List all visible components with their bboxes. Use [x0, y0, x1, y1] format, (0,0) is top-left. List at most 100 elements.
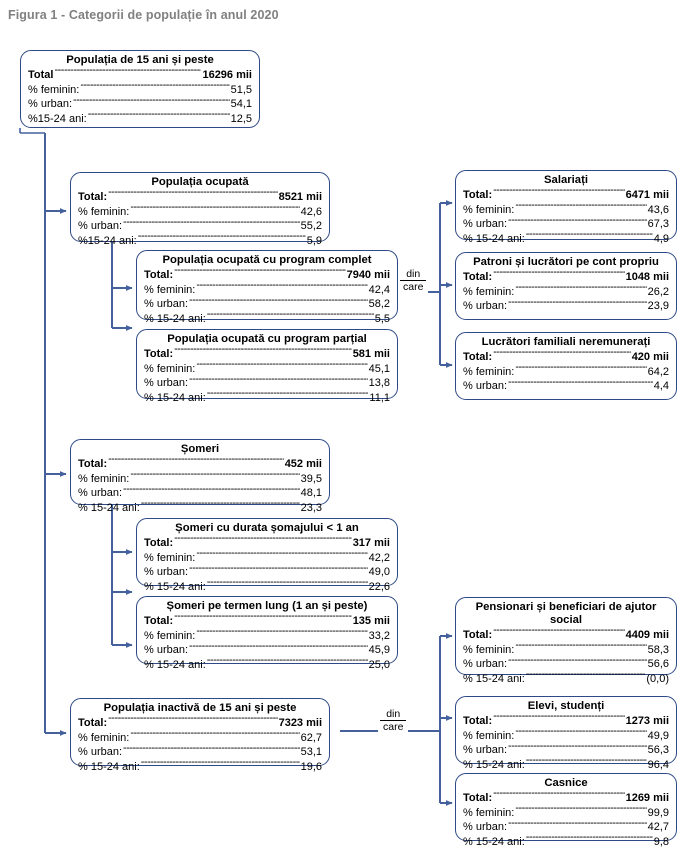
node-row: % feminin:42,6 [78, 204, 322, 219]
node-row: % urban: 13,8 [144, 375, 390, 390]
row-leader-dots [174, 267, 345, 278]
row-leader-dots [108, 456, 284, 467]
row-value: 23,3 [300, 501, 322, 514]
din-text: din [400, 268, 427, 281]
node-someri-durata-sub-1-an[interactable]: Șomeri cu durata șomajului < 1 an Total:… [136, 518, 398, 593]
row-value: 6471 mii [625, 189, 669, 201]
row-leader-dots [174, 613, 352, 624]
row-value: 99,9 [647, 806, 669, 819]
node-rows: Total:1269 mii% feminin:99,9% urban:42,7… [463, 790, 669, 848]
node-rows: Total:420 mii% feminin:64,2% urban:4,4 [463, 349, 669, 393]
node-rows: Total:4409 mii% feminin:58,3% urban:56,6… [463, 627, 669, 685]
row-label: % feminin: [144, 362, 196, 375]
row-value: 5,9 [306, 234, 322, 247]
node-populatia-15-ani[interactable]: Populația de 15 ani și peste Total16296 … [20, 50, 260, 128]
node-row: Total:1273 mii [463, 713, 669, 728]
node-row: % feminin:42,2 [144, 550, 390, 565]
row-value: 39,5 [300, 472, 322, 485]
node-program-complet[interactable]: Populația ocupată cu program complet Tot… [136, 250, 398, 325]
node-rows: Total:135 mii% feminin:33,2% urban:45,9%… [144, 613, 390, 671]
row-label: % feminin: [78, 731, 130, 744]
node-row: % 15-24 ani:23,3 [78, 500, 322, 515]
row-label: Total: [463, 792, 493, 804]
node-title: Populația de 15 ani și peste [66, 54, 214, 66]
row-leader-dots [526, 834, 653, 845]
row-label: Total: [78, 717, 108, 729]
row-label: % urban: [144, 644, 189, 657]
node-row: Total: 6471 mii [463, 187, 669, 202]
node-rows: Total:7940 mii% feminin:42,4% urban:58,2… [144, 267, 390, 325]
row-leader-dots [196, 628, 367, 639]
node-casnice[interactable]: Casnice Total:1269 mii% feminin:99,9% ur… [455, 773, 677, 848]
row-value: 22,6 [368, 580, 390, 593]
node-title: Patroni și lucrători pe cont propriu [473, 256, 659, 268]
row-value: 42,6 [300, 205, 322, 218]
row-label: % urban: [463, 218, 508, 231]
din-text: din [380, 708, 407, 721]
row-leader-dots [54, 67, 201, 78]
node-rows: Total:452 mii% feminin:39,5% urban:48,1%… [78, 456, 322, 514]
row-value: 7323 mii [278, 717, 322, 729]
din-care-label-ocupata: din care [398, 268, 429, 293]
node-row: Total:135 mii [144, 613, 390, 628]
node-row: % 15-24 ani:25,0 [144, 657, 390, 672]
row-leader-dots [88, 111, 230, 122]
row-leader-dots [207, 311, 374, 322]
row-leader-dots [141, 500, 300, 511]
node-salariati[interactable]: Salariați Total:6471 mii% feminin:43,6% … [455, 170, 677, 245]
row-label: % 15-24 ani: [463, 232, 525, 245]
care-text: care [383, 721, 404, 733]
node-populatia-ocupata[interactable]: Populația ocupată Total:8521 mii% femini… [70, 172, 330, 247]
row-label: % urban: [144, 377, 189, 390]
node-someri-termen-lung[interactable]: Șomeri pe termen lung (1 an și peste) To… [136, 596, 398, 671]
row-label: % feminin: [463, 203, 515, 216]
row-value: 13,8 [368, 377, 390, 390]
row-leader-dots [508, 819, 647, 830]
node-title: Pensionari și beneficiari de ajutor soci… [475, 601, 657, 626]
row-leader-dots [526, 231, 653, 242]
node-row: % 15-24 ani:4,9 [463, 231, 669, 246]
node-rows: Total:8521 mii% feminin:42,6% urban:55,2… [78, 189, 322, 247]
node-row: % feminin:49,9 [463, 728, 669, 743]
row-label: % urban: [78, 220, 123, 233]
row-label: Total: [463, 351, 493, 363]
row-label: % feminin: [28, 83, 80, 96]
node-lucratori-familiali[interactable]: Lucrători familiali neremunerați Total:4… [455, 332, 677, 400]
row-value: 45,1 [368, 362, 390, 375]
node-patroni-lucratori-cont-propriu[interactable]: Patroni și lucrători pe cont propriu Tot… [455, 252, 677, 320]
row-value: 53,1 [300, 746, 322, 759]
node-row: % 15-24 ani:(0,0) [463, 671, 669, 686]
node-row: % 15-24 ani:96,4 [463, 757, 669, 772]
row-leader-dots [189, 564, 368, 575]
node-someri[interactable]: Șomeri Total:452 mii% feminin:39,5% urba… [70, 439, 330, 514]
row-label: Total: [144, 615, 174, 627]
row-label: % 15-24 ani: [144, 658, 206, 671]
node-row: % 15-24 ani:22,6 [144, 579, 390, 594]
node-pensionari-beneficiari[interactable]: Pensionari și beneficiari de ajutor soci… [455, 597, 677, 685]
row-label: % urban: [78, 746, 123, 759]
node-elevi-studenti[interactable]: Elevi, studenți Total:1273 mii% feminin:… [455, 696, 677, 771]
row-label: Total: [144, 269, 174, 281]
row-label: Total: [463, 189, 493, 201]
row-value: 12,5 [230, 112, 252, 125]
row-label: % urban: [144, 566, 189, 579]
row-leader-dots [515, 728, 646, 739]
care-text: care [403, 281, 424, 293]
row-value: 1048 mii [625, 271, 669, 283]
node-program-partial[interactable]: Populația ocupată cu program parțial Tot… [136, 329, 398, 404]
row-label: % feminin: [463, 285, 515, 298]
node-rows: Total16296 mii% feminin:51,5% urban:54,1… [28, 67, 252, 125]
node-row: Total:452 mii [78, 456, 322, 471]
row-leader-dots [138, 233, 306, 244]
row-leader-dots [493, 790, 624, 801]
row-leader-dots [493, 627, 624, 638]
node-row: % feminin:99,9 [463, 805, 669, 820]
node-populatia-inactiva[interactable]: Populația inactivă de 15 ani și peste To… [70, 698, 330, 773]
row-leader-dots [508, 298, 647, 309]
node-row: % 15-24 ani:11,1 [144, 390, 390, 405]
row-label: % 15-24 ani: [463, 758, 525, 771]
row-value: 4409 mii [625, 629, 669, 641]
row-value: 452 mii [284, 458, 322, 470]
row-value: 51,5 [230, 83, 252, 96]
